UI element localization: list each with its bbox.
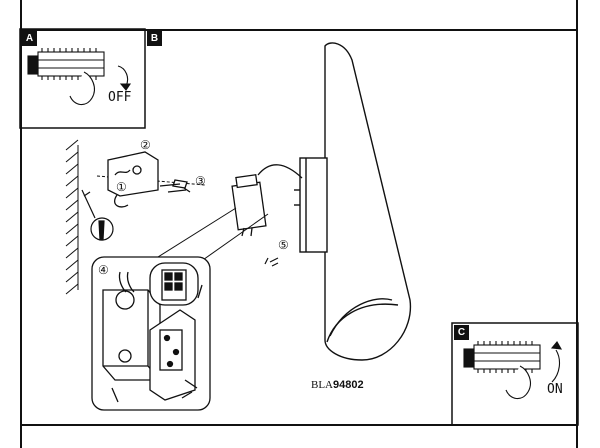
bottom-band-divider bbox=[20, 424, 578, 426]
junction-box-detail bbox=[91, 256, 211, 411]
callout-4: ④ bbox=[98, 263, 109, 277]
driver-box bbox=[231, 164, 303, 237]
model-number-digits: 94802 bbox=[333, 379, 364, 391]
callout-2: ② bbox=[140, 138, 151, 152]
callout-1: ① bbox=[116, 180, 127, 194]
callout-5: ⑤ bbox=[278, 238, 289, 252]
model-prefix: BLA bbox=[311, 379, 333, 391]
panel-tag-off: A bbox=[22, 31, 37, 46]
breaker-off-drawing bbox=[27, 48, 132, 106]
wall-section bbox=[65, 139, 79, 295]
panel-off-outline bbox=[19, 28, 146, 129]
callout-3: ③ bbox=[195, 174, 206, 188]
wall-lamp-illustration bbox=[294, 42, 412, 361]
panel-tag-on: C bbox=[454, 325, 469, 340]
panel-tag-step-b: B bbox=[147, 31, 162, 46]
page-frame bbox=[20, 0, 578, 448]
screw-5 bbox=[264, 257, 279, 267]
panel-on-outline bbox=[451, 322, 579, 426]
on-label: ON bbox=[547, 382, 563, 397]
wall-plug-detail bbox=[81, 189, 114, 241]
mounting-bracket bbox=[107, 151, 191, 208]
breaker-on-drawing bbox=[463, 341, 563, 400]
off-label: OFF bbox=[108, 90, 132, 105]
model-number: BLA94802 bbox=[311, 379, 364, 391]
top-band-divider bbox=[20, 29, 578, 31]
